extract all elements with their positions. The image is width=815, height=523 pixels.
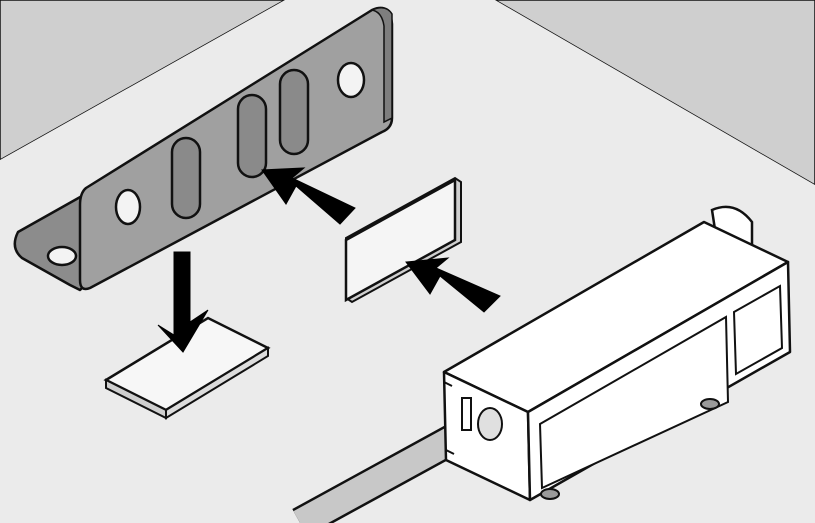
arrow-into-wall-pad: [405, 257, 501, 313]
bracket-hole-foot: [46, 245, 78, 267]
adhesive-pad-floor: [103, 316, 271, 420]
bracket-hole-right: [336, 61, 366, 99]
sensor-foot-front: [540, 488, 560, 500]
bracket-hole-left: [114, 188, 142, 226]
sensor-side-panel-large: [538, 315, 730, 490]
mounting-bracket: [13, 6, 394, 292]
bracket-slot-2: [236, 93, 268, 179]
sensor-foot-rear: [700, 398, 720, 410]
sensor-cable-gland: [477, 407, 503, 441]
sensor-side-panel-small: [732, 284, 784, 376]
arrow-into-bracket: [261, 167, 356, 225]
bracket-edge: [369, 7, 393, 124]
sensor-housing: [442, 205, 792, 502]
bracket-slot-3: [278, 68, 310, 156]
adhesive-pad-wall: [344, 176, 462, 304]
arrow-down-into-floor-pad: [157, 251, 209, 353]
sensor-front-slot: [461, 397, 472, 431]
bracket-slot-1: [170, 136, 202, 220]
